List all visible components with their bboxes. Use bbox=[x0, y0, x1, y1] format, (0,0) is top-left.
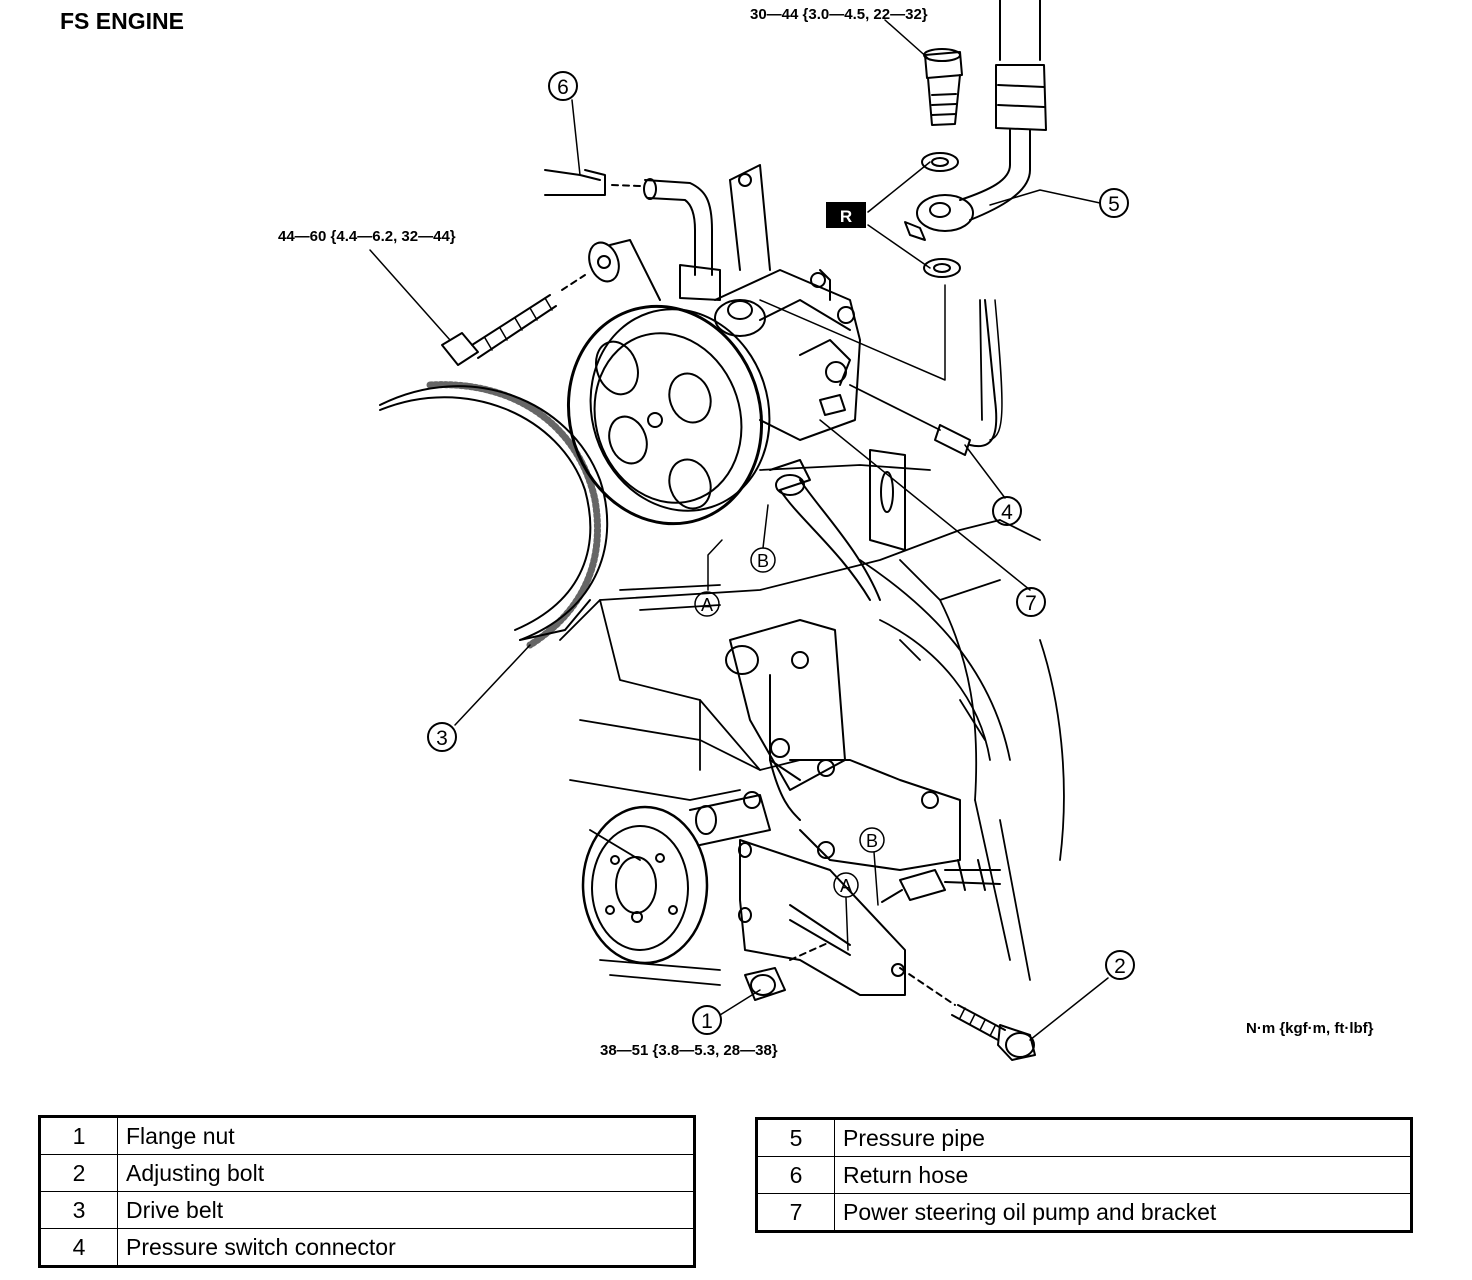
part-number: 6 bbox=[756, 1156, 835, 1194]
part-number: 5 bbox=[756, 1118, 835, 1157]
table-row: 3 Drive belt bbox=[39, 1191, 695, 1229]
adjusting-bolt bbox=[899, 967, 1036, 1061]
leader-lines bbox=[369, 19, 1109, 1041]
return-hose bbox=[544, 169, 721, 301]
pressure-switch-connector bbox=[849, 299, 1003, 456]
svg-text:2: 2 bbox=[1114, 955, 1126, 978]
exploded-view-drawing: R 1 2 3 4 5 6 7 A B A B bbox=[369, 0, 1135, 1061]
table-row: 5 Pressure pipe bbox=[756, 1118, 1412, 1157]
pump-pulley bbox=[566, 304, 771, 526]
pump-mounting-bolt bbox=[441, 274, 586, 366]
torque-spec-pump-bolt: 44—60 {4.4—6.2, 32—44} bbox=[278, 228, 456, 245]
part-number: 7 bbox=[756, 1193, 835, 1232]
part-name: Pressure pipe bbox=[834, 1118, 1412, 1157]
svg-text:5: 5 bbox=[1108, 193, 1120, 216]
callout-6: 6 bbox=[548, 71, 578, 101]
callout-4: 4 bbox=[992, 496, 1022, 526]
table-row: 6 Return hose bbox=[756, 1156, 1412, 1194]
svg-text:A: A bbox=[701, 595, 713, 615]
callout-5: 5 bbox=[1099, 188, 1129, 218]
part-name: Flange nut bbox=[117, 1116, 695, 1155]
svg-text:A: A bbox=[840, 876, 852, 896]
table-row: 1 Flange nut bbox=[39, 1116, 695, 1155]
callout-2: 2 bbox=[1105, 950, 1135, 980]
connection-label-a-upper: A bbox=[694, 591, 720, 617]
callout-7: 7 bbox=[1016, 587, 1046, 617]
parts-table-right: 5 Pressure pipe 6 Return hose 7 Power st… bbox=[755, 1117, 1413, 1233]
table-row: 4 Pressure switch connector bbox=[39, 1228, 695, 1267]
replace-marker: R bbox=[840, 207, 852, 226]
part-name: Drive belt bbox=[117, 1191, 695, 1229]
svg-text:7: 7 bbox=[1025, 592, 1037, 615]
torque-units: N·m {kgf·m, ft·lbf} bbox=[1246, 1020, 1374, 1037]
flange-nut bbox=[744, 941, 831, 1001]
callout-3: 3 bbox=[427, 722, 457, 752]
svg-text:B: B bbox=[757, 551, 769, 571]
torque-spec-flange-nut: 38—51 {3.8—5.3, 28—38} bbox=[600, 1042, 778, 1059]
part-name: Power steering oil pump and bracket bbox=[834, 1193, 1412, 1232]
part-number: 4 bbox=[39, 1228, 118, 1267]
svg-text:3: 3 bbox=[436, 727, 448, 750]
svg-text:B: B bbox=[866, 831, 878, 851]
callout-1: 1 bbox=[692, 1005, 722, 1035]
connection-label-a-lower: A bbox=[833, 872, 859, 898]
oil-pump-body bbox=[588, 164, 906, 601]
svg-text:6: 6 bbox=[557, 76, 569, 99]
svg-text:4: 4 bbox=[1001, 501, 1013, 524]
table-row: 7 Power steering oil pump and bracket bbox=[756, 1193, 1412, 1232]
connection-label-b-upper: B bbox=[750, 547, 776, 573]
crankshaft-pulley bbox=[581, 805, 709, 965]
lower-bracket bbox=[689, 619, 961, 996]
part-name: Return hose bbox=[834, 1156, 1412, 1194]
engine-block bbox=[559, 299, 1065, 986]
svg-text:1: 1 bbox=[701, 1010, 713, 1033]
part-number: 1 bbox=[39, 1116, 118, 1155]
part-number: 3 bbox=[39, 1191, 118, 1229]
part-name: Adjusting bolt bbox=[117, 1154, 695, 1192]
connection-label-b-lower: B bbox=[859, 827, 885, 853]
part-name: Pressure switch connector bbox=[117, 1228, 695, 1267]
torque-spec-banjo-bolt: 30—44 {3.0—4.5, 22—32} bbox=[750, 6, 928, 23]
pressure-pipe bbox=[904, 0, 1047, 241]
replace-marker-box bbox=[826, 202, 866, 228]
pressure-switch bbox=[881, 859, 1001, 903]
diagram-title: FS ENGINE bbox=[60, 8, 184, 34]
part-number: 2 bbox=[39, 1154, 118, 1192]
drive-belt bbox=[379, 381, 609, 649]
parts-table-left: 1 Flange nut 2 Adjusting bolt 3 Drive be… bbox=[38, 1115, 696, 1268]
table-row: 2 Adjusting bolt bbox=[39, 1154, 695, 1192]
